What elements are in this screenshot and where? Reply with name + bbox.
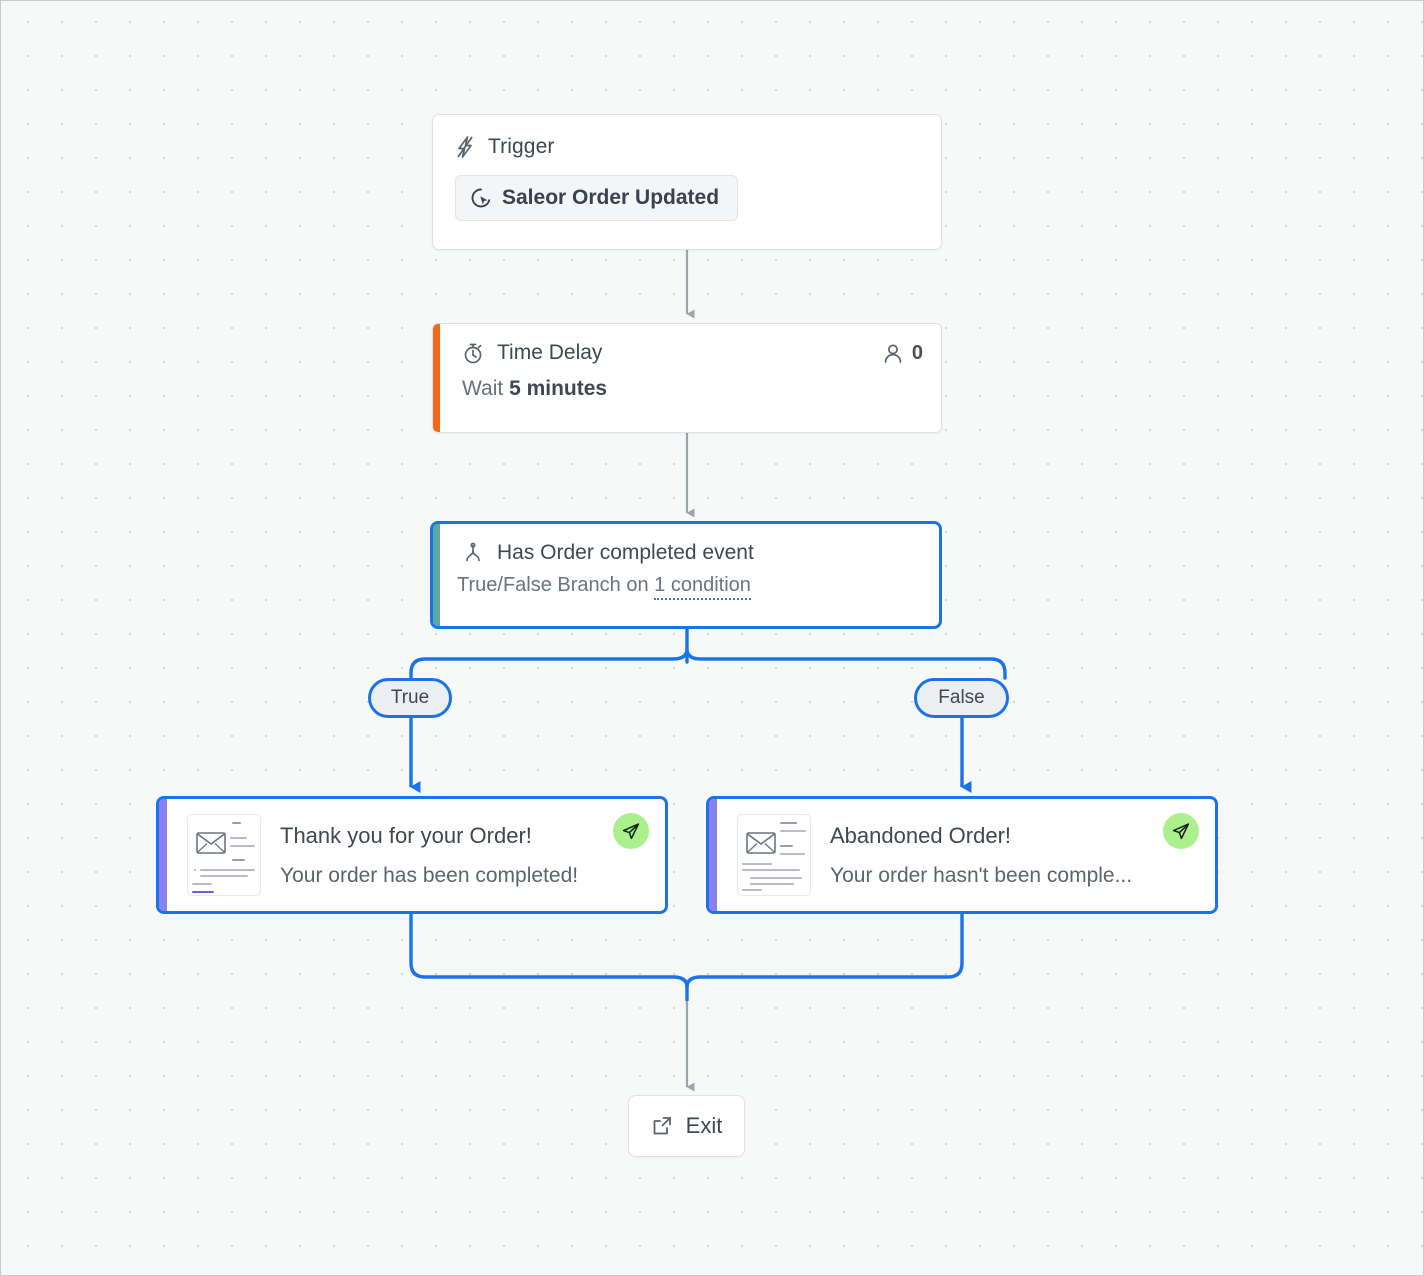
delay-wait-value: 5 minutes xyxy=(509,377,608,400)
trigger-source-chip[interactable]: Saleor Order Updated xyxy=(455,175,739,221)
exit-label: Exit xyxy=(685,1113,723,1138)
envelope-icon xyxy=(746,832,776,854)
branch-label-false[interactable]: False xyxy=(914,678,1009,718)
email-preview-text: Your order hasn't been comple... xyxy=(830,863,1133,887)
condition-title: Has Order completed event xyxy=(497,541,754,564)
email-thumbnail-preview xyxy=(737,814,811,896)
trigger-title: Trigger xyxy=(488,135,555,158)
paper-plane-icon[interactable] xyxy=(613,813,649,849)
condition-header: Has Order completed event xyxy=(433,524,939,565)
branch-split-icon xyxy=(462,542,484,564)
condition-subtitle-prefix: True/False Branch on xyxy=(457,574,649,596)
stopwatch-icon xyxy=(462,341,484,365)
delay-accent-bar xyxy=(433,324,440,432)
condition-accent-bar xyxy=(433,524,440,626)
paper-plane-icon[interactable] xyxy=(1163,813,1199,849)
condition-node[interactable]: Has Order completed event True/False Bra… xyxy=(430,521,942,629)
edge-merge-true xyxy=(409,912,689,989)
delay-contact-counter: 0 xyxy=(883,342,923,365)
edge-condition-split xyxy=(409,627,1007,680)
time-delay-node[interactable]: Time Delay 0 Wait 5 minutes xyxy=(432,323,942,433)
email-accent-bar xyxy=(159,799,167,911)
email-thumbnail-preview xyxy=(187,814,261,896)
email-subject: Thank you for your Order! xyxy=(280,823,532,849)
condition-subtitle: True/False Branch on 1 condition xyxy=(433,565,939,600)
delay-title: Time Delay xyxy=(497,341,603,364)
delay-wait-prefix: Wait xyxy=(462,377,504,400)
trigger-header: Trigger xyxy=(433,115,941,159)
delay-header: Time Delay 0 xyxy=(433,324,941,365)
trigger-node[interactable]: Trigger Saleor Order Updated xyxy=(432,114,942,250)
saleor-cursor-icon xyxy=(470,187,492,209)
condition-count-link[interactable]: 1 condition xyxy=(654,574,751,600)
email-node-abandoned-order[interactable]: Abandoned Order! Your order hasn't been … xyxy=(706,796,1218,914)
branch-label-true-text: True xyxy=(390,687,430,708)
user-icon xyxy=(883,343,903,364)
email-accent-bar xyxy=(709,799,717,911)
trigger-source-label: Saleor Order Updated xyxy=(502,186,720,209)
edge-merge-false xyxy=(685,912,964,989)
external-link-icon xyxy=(651,1115,673,1137)
email-subject: Abandoned Order! xyxy=(830,823,1012,849)
delay-contact-count: 0 xyxy=(911,341,923,364)
envelope-icon xyxy=(196,832,226,854)
exit-node[interactable]: Exit xyxy=(628,1095,745,1157)
branch-label-false-text: False xyxy=(938,687,985,708)
delay-wait-row: Wait 5 minutes xyxy=(433,365,941,401)
lightning-bolt-icon xyxy=(454,135,476,159)
email-node-thank-you[interactable]: Thank you for your Order! Your order has… xyxy=(156,796,668,914)
branch-label-true[interactable]: True xyxy=(368,678,452,718)
email-preview-text: Your order has been completed! xyxy=(280,863,579,887)
